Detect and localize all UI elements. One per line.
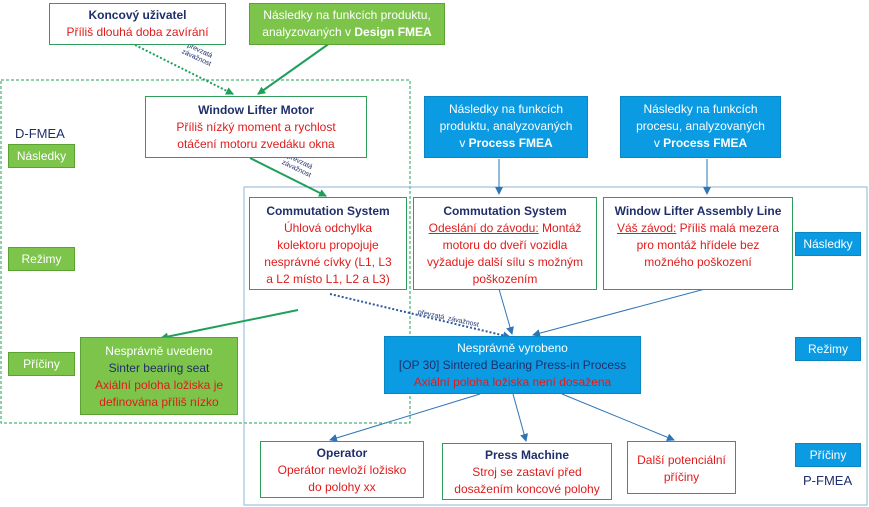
right-label-nasledky-text: Následky (803, 237, 853, 251)
left-label-priciny-text: Příčiny (23, 357, 60, 371)
process-process-line1: Následky na funkcích (643, 102, 758, 116)
left-label-rezimy: Režimy (8, 247, 75, 271)
end-user-text: Příliš dlouhá doba zavírání (66, 25, 209, 39)
design-fmea-line2-bold: Design FMEA (354, 25, 432, 39)
wrong-placed-line4: definována příliš nízko (99, 395, 219, 409)
press-machine-title: Press Machine (484, 448, 570, 462)
design-fmea-line1: Následky na funkcích produktu, (263, 8, 431, 22)
commutation-process-line1: Odeslání do závodu: Montáž (414, 220, 596, 237)
operator-line2: do polohy xx (308, 480, 376, 494)
other-causes-line2: příčiny (663, 470, 700, 484)
process-product-line3-prefix: v (459, 136, 469, 150)
arrow-commutation-to-cause (160, 309, 299, 341)
right-label-rezimy: Režimy (795, 337, 861, 361)
end-user-box: Koncový uživatel Příliš dlouhá doba zaví… (49, 3, 226, 45)
process-process-line3-bold: Process FMEA (663, 136, 748, 150)
design-fmea-line2-prefix: analyzovaných v (262, 25, 355, 39)
motor-line1: Příliš nízký moment a rychlost (176, 120, 336, 134)
wrong-placed-box: Nesprávně uvedeno Sinter bearing seat Ax… (80, 337, 238, 415)
dfmea-label: D-FMEA (15, 126, 65, 141)
right-label-nasledky: Následky (795, 232, 861, 256)
arrow-produced-to-other (561, 393, 675, 442)
other-causes-line1: Další potenciální (637, 453, 726, 467)
commutation-process-line4: poškozením (472, 272, 538, 286)
arrow-commutation-to-produced (329, 293, 511, 340)
process-product-line1: Následky na funkcích (448, 102, 564, 116)
wrong-produced-line1: Nesprávně vyrobeno (457, 341, 568, 355)
commutation-design-box: Commutation System Úhlová odchylka kolek… (249, 197, 407, 290)
press-machine-line1: Stroj se zastaví před (472, 465, 582, 479)
design-fmea-line2: analyzovaných v Design FMEA (250, 24, 444, 41)
end-user-title: Koncový uživatel (88, 8, 187, 22)
process-fmea-process-box: Následky na funkcích procesu, analyzovan… (620, 96, 781, 158)
commutation-process-line1-rest: Montáž (538, 221, 582, 235)
operator-title: Operator (316, 446, 368, 460)
assembly-line-line1-underlined: Váš závod: (616, 221, 677, 235)
left-label-priciny: Příčiny (8, 352, 75, 376)
process-process-line3-prefix: v (653, 136, 664, 150)
assembly-line-line1-rest: Příliš malá mezera (676, 221, 780, 235)
commutation-design-title: Commutation System (266, 204, 390, 218)
press-machine-line2: dosažením koncové polohy (454, 482, 600, 496)
process-process-line3: v Process FMEA (621, 135, 780, 152)
arrow-motor-to-commutation (249, 157, 327, 197)
wrong-placed-line3: Axiální poloha ložiska je (94, 378, 224, 392)
assembly-line-line1: Váš závod: Příliš malá mezera (604, 220, 792, 237)
process-fmea-product-box: Následky na funkcích produktu, analyzova… (424, 96, 588, 158)
right-label-priciny: Příčiny (795, 443, 861, 467)
left-label-rezimy-text: Režimy (21, 252, 62, 266)
wrong-produced-box: Nesprávně vyrobeno [OP 30] Sintered Bear… (384, 336, 641, 394)
other-causes-box: Další potenciální příčiny (627, 441, 736, 494)
commutation-design-line4: a L2 místo L1, L2 a L3) (266, 272, 390, 286)
right-label-priciny-text: Příčiny (809, 448, 847, 462)
commutation-process-line1-underlined: Odeslání do závodu: (428, 221, 539, 235)
assembly-line-title: Window Lifter Assembly Line (614, 204, 782, 218)
arrow-produced-to-operator (329, 393, 481, 442)
arrow-commutation-process-to-produced (498, 288, 514, 335)
commutation-design-line2: kolektoru propojuje (277, 238, 379, 252)
process-product-line3-bold: Process FMEA (468, 136, 553, 150)
left-label-nasledky: Následky (8, 144, 75, 168)
wrong-produced-line2: [OP 30] Sintered Bearing Press-in Proces… (398, 358, 627, 372)
commutation-design-line1: Úhlová odchylka (283, 221, 373, 235)
assembly-line-line2: pro montáž hřídele bez (636, 238, 760, 252)
wrong-placed-line2: Sinter bearing seat (108, 361, 210, 375)
commutation-process-box: Commutation System Odeslání do závodu: M… (413, 197, 597, 290)
operator-box: Operator Operátor nevloží ložisko do pol… (260, 441, 424, 498)
arrow-produced-to-press (512, 393, 528, 442)
pfmea-label: P-FMEA (803, 473, 853, 488)
press-machine-box: Press Machine Stroj se zastaví před dosa… (442, 443, 612, 500)
design-fmea-effects-box: Následky na funkcích produktu, analyzova… (249, 3, 445, 45)
motor-line2: otáčení motoru zvedáku okna (177, 137, 335, 151)
process-process-line2: procesu, analyzovaných (636, 119, 765, 133)
wrong-produced-line3: Axiální poloha ložiska není dosažena (413, 375, 612, 389)
assembly-line-box: Window Lifter Assembly Line Váš závod: P… (603, 197, 793, 290)
process-product-line3: v Process FMEA (425, 135, 587, 152)
commutation-process-line2: motoru do dveří vozidla (442, 238, 568, 252)
commutation-process-line3: vyžaduje další sílu s možným (426, 255, 584, 269)
arrow-assembly-to-produced (532, 288, 706, 338)
left-label-nasledky-text: Následky (16, 149, 67, 163)
process-product-line2: produktu, analyzovaných (439, 119, 573, 133)
assembly-line-line3: možného poškození (644, 255, 752, 269)
commutation-design-line3: nesprávné cívky (L1, L3 (264, 255, 392, 269)
right-label-rezimy-text: Režimy (807, 342, 848, 356)
window-lifter-motor-box: Window Lifter Motor Příliš nízký moment … (145, 96, 367, 158)
dfmea-frame (0, 79, 411, 424)
commutation-process-title: Commutation System (443, 204, 567, 218)
pfmea-frame (243, 186, 868, 506)
motor-title: Window Lifter Motor (198, 103, 314, 117)
operator-line1: Operátor nevloží ložisko (277, 463, 407, 477)
arrow-designfmea-to-motor (257, 42, 331, 95)
wrong-placed-line1: Nesprávně uvedeno (105, 344, 213, 358)
